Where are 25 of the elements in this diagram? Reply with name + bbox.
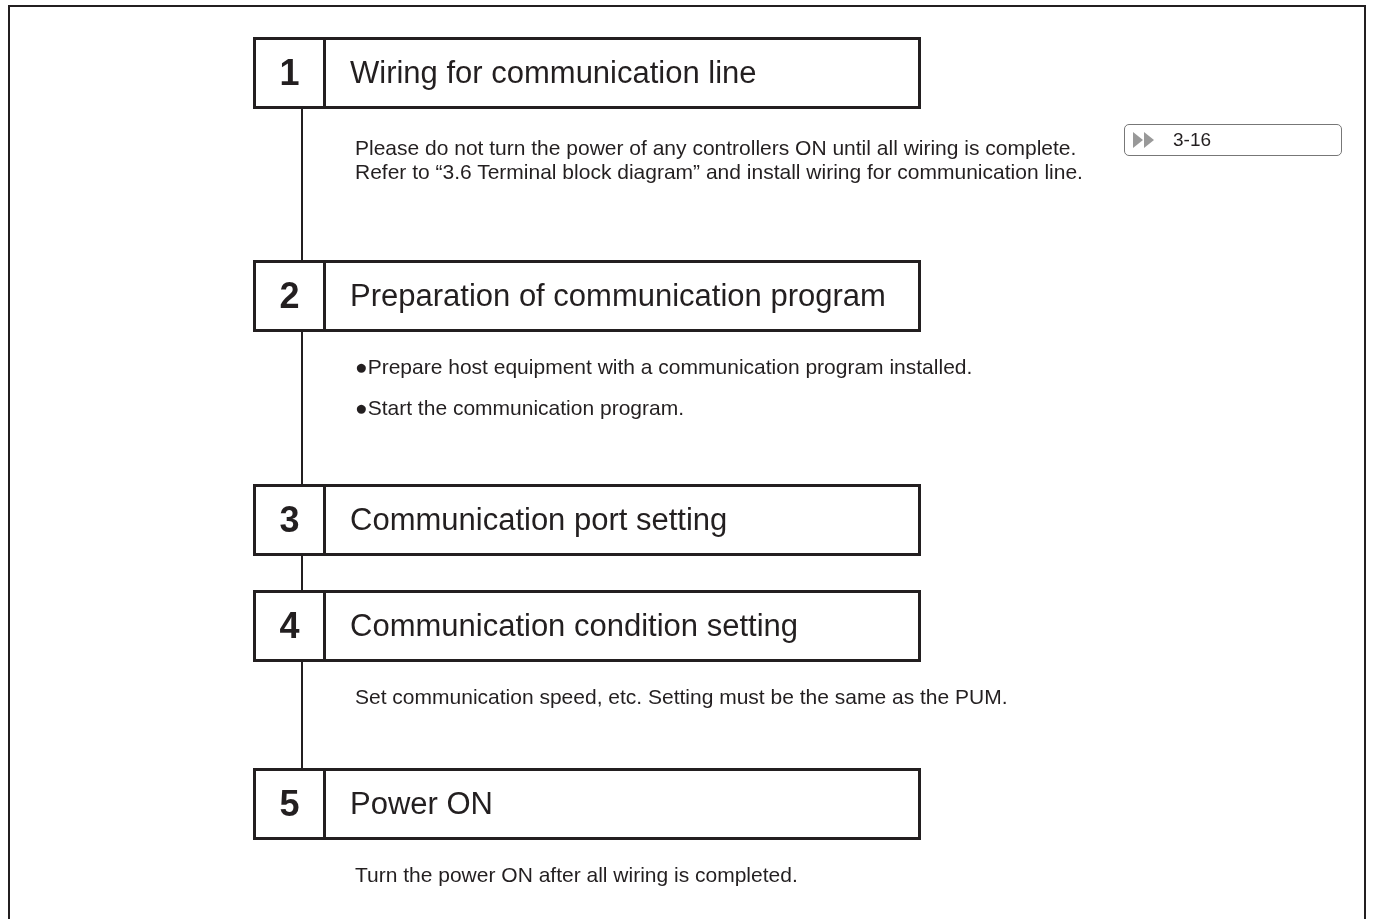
step-box [253,484,921,556]
step-number: 5 [256,771,326,837]
step-box [253,590,921,662]
step-box [253,260,921,332]
step-number: 3 [256,487,326,553]
step-description: ●Start the communication program. [355,396,685,420]
step-description: Turn the power ON after all wiring is completed. [355,863,799,887]
step-box [253,37,921,109]
step-description: Set communication speed, etc. Setting must be the same as the PUM. [355,685,1009,709]
step-description: ●Prepare host equipment with a communication program installed. [355,355,974,379]
connector-line [301,555,303,591]
connector-line [301,108,303,261]
step-number: 2 [256,263,326,329]
step-title: Preparation of communication program [349,277,887,315]
step-number: 4 [256,593,326,659]
page-reference: 3-16 [1124,124,1342,156]
step-box [253,768,921,840]
step-description: Please do not turn the power of any controllers ON until all wiring is complete. Refer to “3.6 Terminal block diagram” and install wiring for communication line. [355,136,1084,184]
connector-line [301,661,303,769]
step-title: Power ON [349,785,494,823]
step-title: Wiring for communication line [349,54,758,92]
step-title: Communication condition setting [349,607,800,645]
step-number: 1 [256,40,326,106]
connector-line [301,331,303,485]
step-title: Communication port setting [349,501,729,539]
